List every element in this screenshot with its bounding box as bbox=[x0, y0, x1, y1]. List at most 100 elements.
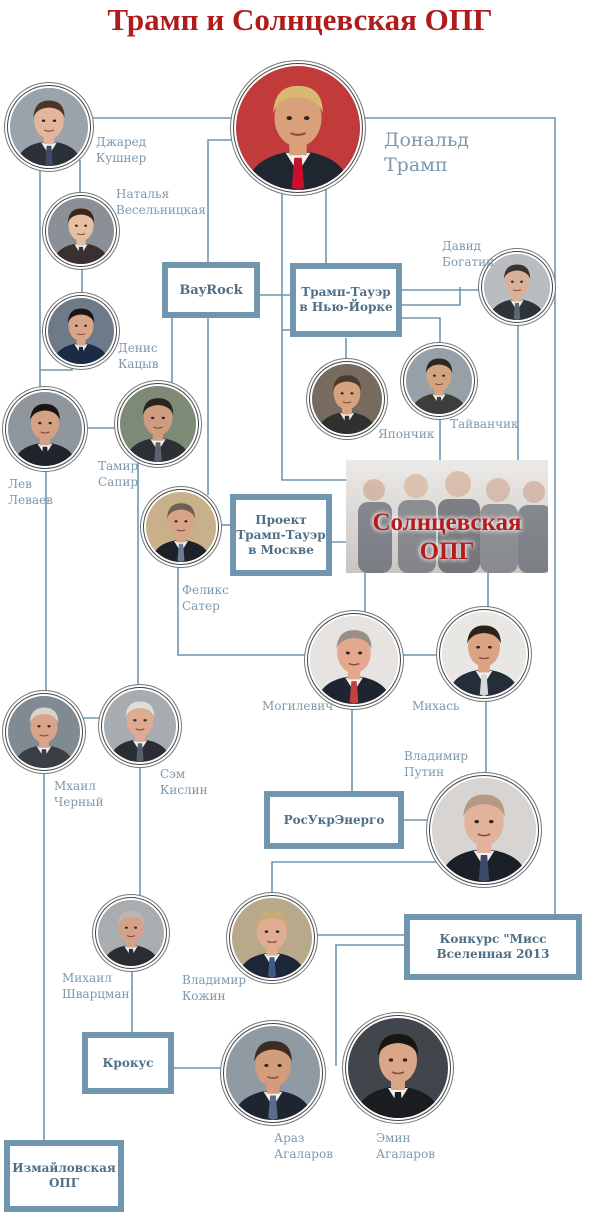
portrait-levaev bbox=[8, 392, 82, 466]
label-veselnitskaya: Наталья Весельницкая bbox=[116, 187, 206, 217]
portrait-shape bbox=[264, 1063, 269, 1067]
portrait-shape bbox=[151, 416, 155, 420]
portrait-shape bbox=[474, 820, 480, 824]
link-ttny-right bbox=[400, 287, 461, 306]
portrait-shape bbox=[478, 656, 490, 660]
portrait-shape bbox=[463, 794, 505, 818]
portrait-face-drawing bbox=[146, 492, 216, 562]
portrait-shape bbox=[29, 707, 59, 724]
portrait-face-drawing bbox=[120, 386, 196, 462]
page-title: Трамп и Солнцевская ОПГ bbox=[107, 2, 493, 37]
portrait-shape bbox=[425, 358, 453, 374]
portrait-shape bbox=[434, 383, 444, 386]
portrait-shape bbox=[124, 926, 128, 929]
portrait-shape bbox=[117, 910, 145, 926]
portrait-bogatin bbox=[484, 254, 550, 320]
portrait-shape bbox=[435, 396, 443, 414]
portrait-shape bbox=[44, 129, 54, 132]
portrait-shape bbox=[77, 346, 85, 364]
portrait-shape bbox=[41, 446, 49, 466]
link-ttny-taivanchik bbox=[400, 317, 441, 348]
portrait-shape bbox=[143, 719, 147, 722]
label-kislin: Сэм Кислин bbox=[160, 767, 208, 797]
portrait-shape bbox=[135, 728, 145, 731]
portrait-shape bbox=[477, 833, 491, 837]
box-crocus: Крокус bbox=[82, 1032, 174, 1094]
portrait-taivanchik bbox=[406, 348, 472, 414]
portrait-shape bbox=[488, 645, 492, 649]
portrait-shape bbox=[74, 224, 78, 227]
portrait-shape bbox=[33, 100, 65, 118]
portrait-shape bbox=[177, 543, 185, 562]
portrait-face-drawing bbox=[104, 690, 176, 762]
portrait-shape bbox=[74, 324, 78, 327]
portrait-shape bbox=[267, 1076, 279, 1079]
portrait-shape bbox=[358, 651, 363, 655]
label-emin-agalarov: Эмин Агаларов bbox=[376, 1131, 435, 1161]
portrait-kushner bbox=[10, 88, 88, 166]
portrait-shape bbox=[510, 280, 514, 283]
portrait-shape bbox=[76, 236, 86, 246]
portrait-shape bbox=[136, 743, 144, 762]
portrait-shape bbox=[254, 1041, 292, 1062]
portrait-shape bbox=[134, 926, 138, 929]
portrait-shape bbox=[277, 1063, 282, 1067]
label-levaev: Лев Леваев bbox=[8, 477, 53, 507]
label-taivanchik: Тайванчик bbox=[450, 417, 519, 431]
portrait-shape bbox=[38, 737, 50, 748]
portrait-shape bbox=[479, 674, 489, 696]
portrait-shape bbox=[152, 430, 164, 441]
portrait-shape bbox=[464, 797, 504, 846]
portrait-shape bbox=[512, 289, 522, 292]
portrait-face-drawing bbox=[442, 612, 526, 696]
portrait-shape bbox=[342, 401, 352, 404]
label-sapir: Тамир Сапир bbox=[98, 459, 139, 489]
portrait-shape bbox=[391, 1071, 405, 1075]
label-trump: Дональд Трамп bbox=[384, 129, 469, 176]
portrait-face-drawing bbox=[48, 298, 114, 364]
portrait-shape bbox=[84, 224, 88, 227]
portrait-shape bbox=[268, 957, 276, 978]
portrait-shape bbox=[77, 246, 85, 264]
portrait-shape bbox=[349, 681, 359, 704]
portrait-shape bbox=[426, 360, 452, 391]
portrait-shape bbox=[513, 302, 521, 320]
portrait-shape bbox=[37, 725, 41, 728]
label-sater: Феликс Сатер bbox=[182, 583, 229, 613]
link-trump-solnt bbox=[281, 185, 348, 481]
portrait-shape bbox=[133, 719, 137, 722]
portrait-face-drawing bbox=[348, 1018, 448, 1118]
portrait-shape bbox=[273, 85, 323, 114]
portrait-kozhin bbox=[232, 898, 312, 978]
portrait-trump bbox=[236, 66, 360, 190]
portrait-shape bbox=[30, 403, 60, 421]
portrait-shape bbox=[345, 651, 350, 655]
portrait-shape bbox=[476, 645, 480, 649]
portrait-shape bbox=[167, 503, 195, 519]
label-yaponchik: Япончик bbox=[378, 427, 435, 441]
portrait-shape bbox=[142, 398, 174, 415]
portrait-shape bbox=[84, 324, 88, 327]
portrait-shape bbox=[268, 1095, 278, 1120]
portrait-shape bbox=[393, 1092, 403, 1118]
portrait-shape bbox=[275, 930, 280, 933]
label-mogilevich: Могилевич bbox=[262, 699, 334, 713]
portrait-shape bbox=[256, 913, 288, 950]
link-sater-mogilevich bbox=[177, 560, 310, 656]
box-bayrock: BayRock bbox=[162, 262, 260, 318]
box-izmailovo: Измайловская ОПГ bbox=[4, 1140, 124, 1212]
portrait-shape bbox=[504, 266, 530, 297]
portrait-shape bbox=[48, 421, 52, 425]
portrait-mikhas bbox=[442, 612, 526, 696]
portrait-shape bbox=[126, 703, 154, 737]
link-miss-emin bbox=[335, 944, 408, 1066]
portrait-shape bbox=[167, 505, 195, 538]
portrait-shape bbox=[39, 734, 49, 737]
portrait-mogilevich bbox=[310, 616, 398, 704]
solntsevo-caption: Солнцевская ОПГ bbox=[372, 509, 522, 565]
portrait-shape bbox=[264, 930, 269, 933]
portrait-shape bbox=[336, 630, 372, 650]
portrait-shape bbox=[256, 910, 288, 929]
portrait-shape bbox=[34, 102, 64, 139]
portrait-shape bbox=[67, 208, 95, 224]
